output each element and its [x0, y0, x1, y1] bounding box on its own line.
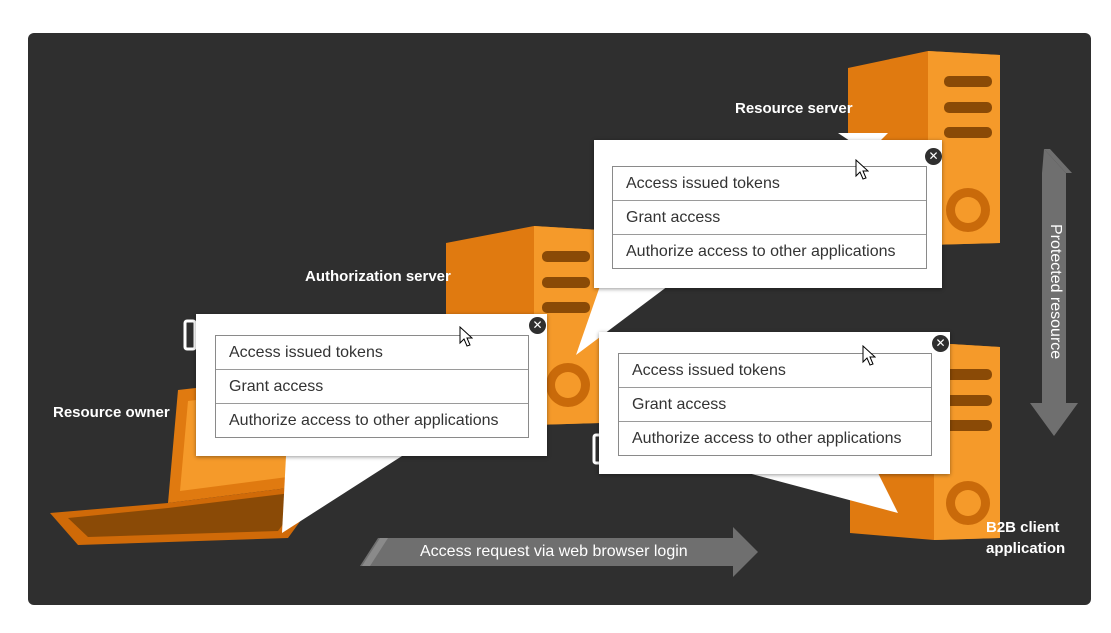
menu-item-access-issued-tokens[interactable]: Access issued tokens — [216, 336, 528, 370]
close-icon[interactable]: ✕ — [925, 148, 942, 165]
close-icon[interactable]: ✕ — [932, 335, 949, 352]
menu-item-authorize-access[interactable]: Authorize access to other applications — [229, 412, 499, 429]
resource-server-label: Resource server — [735, 100, 853, 117]
b2b-client-label-line1: B2B client — [986, 519, 1060, 536]
menu-item-grant-access[interactable]: Grant access — [613, 201, 926, 235]
popup-b2b-client: ✕ Access issued tokens Grant access Auth… — [599, 332, 950, 474]
access-request-arrow — [360, 527, 758, 577]
cursor-icon — [459, 326, 473, 347]
protected-resource-text: Protected resource — [1047, 224, 1064, 360]
context-menu: Access issued tokens Grant access Author… — [612, 166, 927, 269]
context-menu: Access issued tokens Grant access Author… — [215, 335, 529, 438]
menu-item-authorize-access[interactable]: Authorize access to other applications — [626, 243, 896, 260]
popup-resource-server: ✕ Access issued tokens Grant access Auth… — [594, 140, 942, 288]
cursor-icon — [855, 159, 869, 180]
authorization-server-label: Authorization server — [305, 268, 451, 285]
menu-item-access-issued-tokens[interactable]: Access issued tokens — [613, 167, 926, 201]
menu-item-authorize-access[interactable]: Authorize access to other applications — [632, 430, 902, 447]
menu-item-grant-access[interactable]: Grant access — [619, 388, 931, 422]
cursor-icon — [862, 345, 876, 366]
close-icon[interactable]: ✕ — [529, 317, 546, 334]
diagram-canvas: Resource server Authorization server Res… — [28, 33, 1091, 605]
resource-owner-label: Resource owner — [53, 404, 170, 421]
menu-item-grant-access[interactable]: Grant access — [216, 370, 528, 404]
access-request-text: Access request via web browser login — [420, 543, 688, 560]
protected-resource-arrow — [1030, 149, 1078, 436]
b2b-client-label-line2: application — [986, 540, 1066, 557]
diagram-graphics — [50, 51, 1078, 577]
popup-authorization-server: ✕ Access issued tokens Grant access Auth… — [196, 314, 547, 456]
context-menu: Access issued tokens Grant access Author… — [618, 353, 932, 456]
menu-item-access-issued-tokens[interactable]: Access issued tokens — [619, 354, 931, 388]
